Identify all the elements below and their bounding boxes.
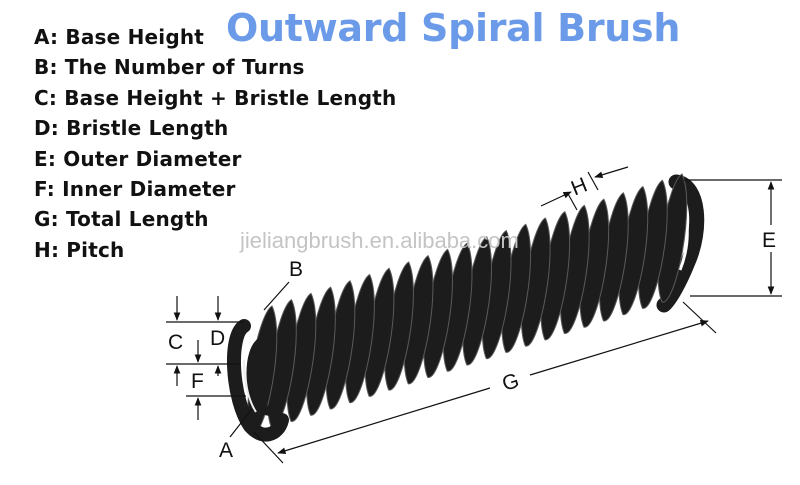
brush-coil-turn [501,223,532,353]
brush-base-inner-loop [246,337,284,416]
g-extension-right [682,301,717,334]
brush-coil-turn [520,217,551,347]
h-arrow-left [540,191,572,207]
legend-item-b: B: The Number of Turns [34,55,305,80]
brush-end-curl [656,174,705,313]
dimension-label-d: D [210,327,225,350]
legend-item-h: H: Pitch [34,237,125,262]
brush-coil-turn [325,280,356,410]
watermark-text: jieliangbrush.en.alibaba.com [240,228,519,253]
h-arrow-right [594,166,629,179]
brush-coil-turn [559,204,590,334]
legend-item-e: E: Outer Diameter [34,146,242,171]
legend-item-g: G: Total Length [34,207,209,232]
legend-item-a: A: Base Height [34,25,205,49]
brush-coil-turn [403,255,434,385]
legend-item-c: C: Base Height + Bristle Length [34,85,397,110]
brush-coil-turn [638,179,668,309]
dimension-label-g: G [499,369,521,396]
g-arrow-left [277,387,491,454]
g-extension-left [253,431,284,464]
diagram-title: Outward Spiral Brush [226,6,681,50]
a-leader [229,408,253,438]
b-leader [263,281,290,311]
brush-coil-turn [442,242,473,372]
brush-coil-turn [345,273,375,404]
dimension-label-e: E [762,229,776,252]
brush-coils [247,173,688,435]
brush-base-spiral [227,319,289,442]
brush-coil-turn [462,236,493,366]
dimension-label-f: F [191,370,204,393]
legend: A: Base Height B: The Number of Turns C:… [34,22,396,265]
g-arrow-right [529,319,709,376]
h-extension-right [587,171,599,191]
dimension-label-h: H [568,173,591,200]
brush-coil-turn [384,261,414,391]
legend-item-d: D: Bristle Length [34,116,229,141]
brush-coil-turn [618,185,649,316]
dimension-label-b: B [289,258,303,281]
brush-coil-turn [579,198,610,328]
brush-coil-turn [306,286,336,416]
brush-coil-turn [657,173,688,303]
brush-coil-turn [364,267,395,397]
brush-base-highlight [243,359,257,413]
legend-item-f: F: Inner Diameter [34,177,236,202]
brush-coil-turn [540,211,571,341]
brush-coil-turn [423,248,453,378]
brush-coil-turn [286,292,317,422]
dimension-label-c: C [168,331,183,354]
brush-coil-turn [599,192,629,322]
dimension-label-a: A [219,439,233,462]
brush-coil-turn [481,229,512,360]
